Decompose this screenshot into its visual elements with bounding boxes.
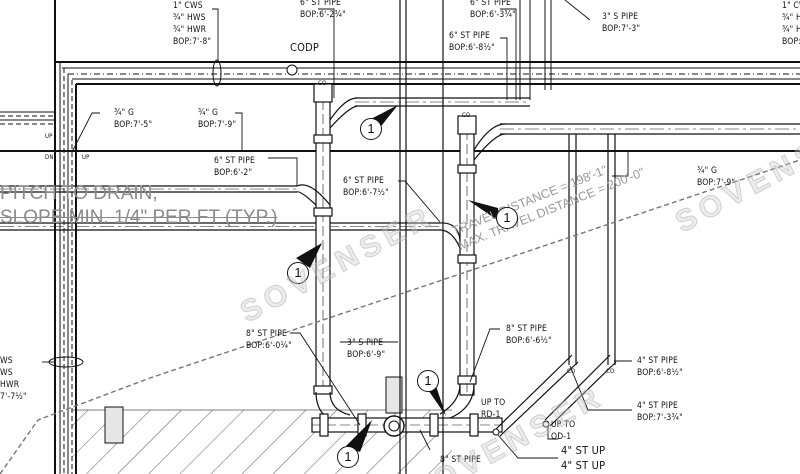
bundle-marker <box>48 356 84 368</box>
st-pipe-lower <box>0 222 440 231</box>
st-pipe-upper <box>0 185 297 193</box>
detail-tag: 1 <box>360 118 382 140</box>
st-pipe-bottom <box>311 413 503 437</box>
pitch-note-line2: SLOPE MIN. 1/4" PER FT (TYP.) <box>0 207 278 228</box>
detail-tag: 1 <box>287 262 309 284</box>
label-st-up-a: 4" ST UP <box>561 444 606 457</box>
cleanout-label: CO <box>318 80 327 87</box>
floor-box <box>385 376 403 414</box>
structural-lines <box>399 0 552 474</box>
codp-symbol <box>286 64 298 76</box>
label-dn: DN <box>45 154 54 161</box>
cleanout-label: CO <box>567 368 576 375</box>
st-4-drops <box>492 134 617 437</box>
detail-tag: 1 <box>496 207 518 229</box>
label-st-8-bottom: 8" ST PIPE <box>440 455 482 465</box>
detail-tag: 1 <box>417 370 439 392</box>
riser-left <box>313 83 333 395</box>
bundle-marker <box>212 59 222 87</box>
cleanout-label: CO <box>606 368 615 375</box>
travel-path <box>0 159 800 474</box>
utility-bundle-left <box>0 0 77 474</box>
cleanout-label: CO <box>462 112 471 119</box>
label-up: UP <box>45 133 53 140</box>
label-st-up-b: 4" ST UP <box>561 459 606 472</box>
label-up: UP <box>82 154 90 161</box>
label-codp: CODP <box>290 41 320 54</box>
utility-bundle-top <box>55 61 800 85</box>
floor-box <box>104 406 124 444</box>
riser-right <box>457 115 477 396</box>
leader-lines <box>42 0 632 459</box>
detail-tag: 1 <box>337 446 359 468</box>
st-pipe-top <box>355 97 800 135</box>
pitch-note-line1: PITCH TO DRAIN, <box>0 183 158 204</box>
